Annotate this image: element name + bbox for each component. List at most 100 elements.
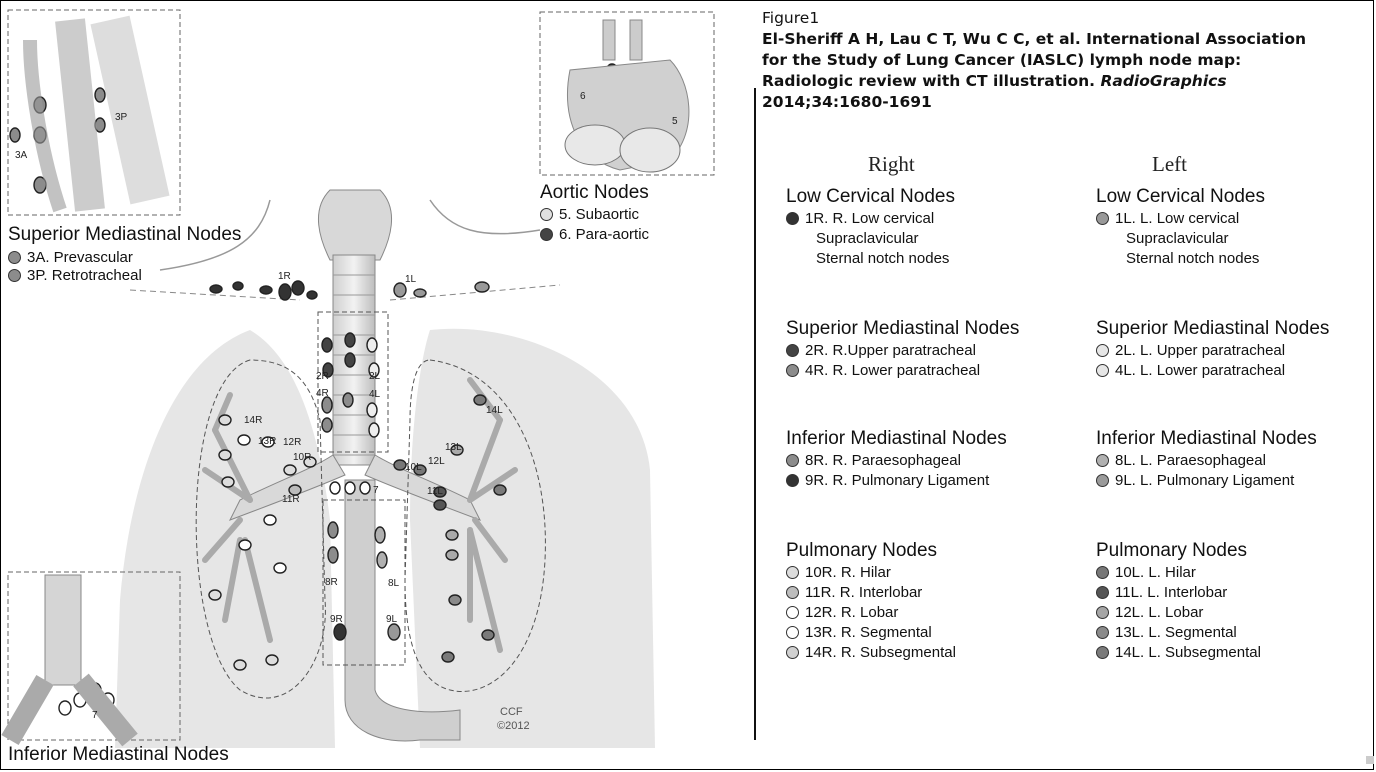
node-swatch bbox=[1096, 212, 1109, 225]
right-legend-item: 4R. R. Lower paratracheal bbox=[786, 362, 980, 379]
right-legend-item: 11R. R. Interlobar bbox=[786, 584, 922, 601]
right-legend-item: 2R. R.Upper paratracheal bbox=[786, 342, 976, 359]
right-legend-label: 8R. R. Paraesophageal bbox=[805, 452, 961, 469]
journal-name: RadioGraphics bbox=[1100, 72, 1226, 90]
node-swatch bbox=[786, 454, 799, 467]
left-section-title: Pulmonary Nodes bbox=[1096, 540, 1247, 562]
right-legend-label: 1R. R. Low cervical bbox=[805, 210, 934, 227]
right-legend-label: 10R. R. Hilar bbox=[805, 564, 891, 581]
right-legend-label: Sternal notch nodes bbox=[816, 250, 949, 267]
node-swatch bbox=[1096, 646, 1109, 659]
svg-text:7: 7 bbox=[373, 485, 379, 496]
right-legend-item: 10R. R. Hilar bbox=[786, 564, 891, 581]
superior-mediastinal-title: Superior Mediastinal Nodes bbox=[8, 224, 241, 246]
svg-text:10R: 10R bbox=[293, 452, 311, 463]
svg-text:12L: 12L bbox=[428, 456, 445, 467]
right-section-title: Inferior Mediastinal Nodes bbox=[786, 428, 1007, 450]
legend-5: 5. Subaortic bbox=[540, 206, 639, 223]
left-legend-item: 8L. L. Paraesophageal bbox=[1096, 452, 1266, 469]
node-swatch bbox=[786, 212, 799, 225]
svg-text:3A: 3A bbox=[15, 150, 28, 161]
left-legend-item: 2L. L. Upper paratracheal bbox=[1096, 342, 1285, 359]
svg-text:13R: 13R bbox=[258, 436, 276, 447]
aortic-nodes-title: Aortic Nodes bbox=[540, 182, 649, 204]
left-legend-label: Sternal notch nodes bbox=[1126, 250, 1259, 267]
svg-text:4R: 4R bbox=[316, 388, 329, 399]
divider-line bbox=[754, 88, 756, 740]
right-legend-item: 1R. R. Low cervical bbox=[786, 210, 934, 227]
node-swatch bbox=[786, 474, 799, 487]
svg-text:10L: 10L bbox=[405, 462, 422, 473]
corner-marker bbox=[1366, 756, 1374, 764]
right-legend-item: 13R. R. Segmental bbox=[786, 624, 932, 641]
left-legend-label: 1L. L. Low cervical bbox=[1115, 210, 1239, 227]
svg-text:1L: 1L bbox=[405, 274, 417, 285]
node-swatch bbox=[1096, 474, 1109, 487]
figure-label: Figure1 bbox=[762, 8, 1362, 29]
left-legend-label: Supraclavicular bbox=[1126, 230, 1229, 247]
node-swatch bbox=[1096, 344, 1109, 357]
node-swatch bbox=[786, 364, 799, 377]
left-legend-item: 11L. L. Interlobar bbox=[1096, 584, 1227, 601]
node-swatch bbox=[1096, 566, 1109, 579]
left-legend-item: Supraclavicular bbox=[1096, 230, 1229, 247]
credit-line1: CCF bbox=[500, 706, 523, 718]
right-legend-item: 9R. R. Pulmonary Ligament bbox=[786, 472, 989, 489]
right-legend-label: 2R. R.Upper paratracheal bbox=[805, 342, 976, 359]
right-legend-item: 12R. R. Lobar bbox=[786, 604, 898, 621]
legend-3p: 3P. Retrotracheal bbox=[8, 267, 142, 284]
svg-text:4L: 4L bbox=[369, 389, 381, 400]
caption-line3: Radiologic review with CT illustration. … bbox=[762, 71, 1362, 92]
left-legend-item: 13L. L. Segmental bbox=[1096, 624, 1237, 641]
left-column-heading: Left bbox=[1152, 152, 1187, 177]
left-legend-label: 4L. L. Lower paratracheal bbox=[1115, 362, 1285, 379]
left-legend-label: 2L. L. Upper paratracheal bbox=[1115, 342, 1285, 359]
node-swatch bbox=[540, 208, 553, 221]
figure-caption: Figure1 El-Sheriff A H, Lau C T, Wu C C,… bbox=[762, 8, 1362, 113]
left-legend-item: 9L. L. Pulmonary Ligament bbox=[1096, 472, 1294, 489]
right-legend-item: 8R. R. Paraesophageal bbox=[786, 452, 961, 469]
right-section-title: Superior Mediastinal Nodes bbox=[786, 318, 1019, 340]
right-legend-item: Supraclavicular bbox=[786, 230, 919, 247]
left-legend-label: 14L. L. Subsegmental bbox=[1115, 644, 1261, 661]
right-section-title: Pulmonary Nodes bbox=[786, 540, 937, 562]
legend-6: 6. Para-aortic bbox=[540, 226, 649, 243]
node-swatch bbox=[786, 586, 799, 599]
svg-text:8L: 8L bbox=[388, 578, 400, 589]
right-legend-label: 13R. R. Segmental bbox=[805, 624, 932, 641]
node-swatch bbox=[786, 626, 799, 639]
svg-text:9R: 9R bbox=[330, 614, 343, 625]
svg-text:11L: 11L bbox=[427, 486, 443, 497]
left-legend-label: 8L. L. Paraesophageal bbox=[1115, 452, 1266, 469]
node-swatch bbox=[1096, 606, 1109, 619]
right-legend-item: 14R. R. Subsegmental bbox=[786, 644, 956, 661]
inferior-mediastinal-title: Inferior Mediastinal Nodes bbox=[8, 744, 229, 766]
larynx bbox=[318, 190, 391, 260]
svg-text:2R: 2R bbox=[316, 371, 329, 382]
right-legend-label: 4R. R. Lower paratracheal bbox=[805, 362, 980, 379]
svg-text:9L: 9L bbox=[386, 614, 398, 625]
left-legend-label: 12L. L. Lobar bbox=[1115, 604, 1203, 621]
svg-text:8R: 8R bbox=[325, 577, 338, 588]
legend-3a: 3A. Prevascular bbox=[8, 249, 133, 266]
caption-line1: El-Sheriff A H, Lau C T, Wu C C, et al. … bbox=[762, 29, 1362, 50]
svg-text:5: 5 bbox=[672, 116, 678, 127]
left-section-title: Inferior Mediastinal Nodes bbox=[1096, 428, 1317, 450]
node-swatch bbox=[786, 606, 799, 619]
right-legend-label: 12R. R. Lobar bbox=[805, 604, 898, 621]
svg-text:7: 7 bbox=[92, 710, 98, 721]
left-legend-item: 10L. L. Hilar bbox=[1096, 564, 1196, 581]
node-swatch bbox=[786, 566, 799, 579]
left-legend-label: 13L. L. Segmental bbox=[1115, 624, 1237, 641]
svg-text:14L: 14L bbox=[486, 405, 503, 416]
svg-text:6: 6 bbox=[580, 91, 586, 102]
left-legend-item: 1L. L. Low cervical bbox=[1096, 210, 1239, 227]
right-legend-label: 9R. R. Pulmonary Ligament bbox=[805, 472, 989, 489]
left-legend-label: 9L. L. Pulmonary Ligament bbox=[1115, 472, 1294, 489]
node-swatch bbox=[8, 269, 21, 282]
svg-text:11R: 11R bbox=[282, 494, 300, 505]
right-column-heading: Right bbox=[868, 152, 915, 177]
credit-line2: ©2012 bbox=[497, 720, 530, 732]
left-section-title: Low Cervical Nodes bbox=[1096, 186, 1265, 208]
left-legend-item: 14L. L. Subsegmental bbox=[1096, 644, 1261, 661]
